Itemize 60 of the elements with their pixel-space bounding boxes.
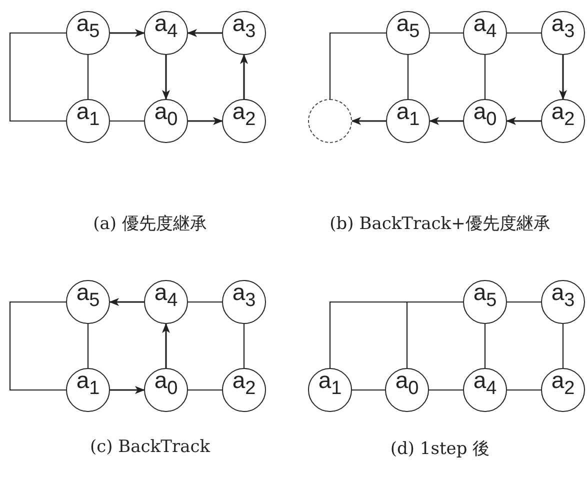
connector-line: [507, 32, 541, 34]
circle-node: a$_{0}$: [463, 99, 507, 143]
connector-line: [430, 32, 463, 34]
circle-node: a$_{3}$: [222, 280, 266, 324]
arrow: [187, 29, 222, 37]
connector-line: [407, 55, 409, 99]
arrow: [110, 386, 145, 394]
circle-node: a$_{5}$: [386, 11, 430, 55]
circle-node: a$_{5}$: [66, 11, 110, 55]
caption: (d) 1step 後: [390, 438, 490, 460]
circle-node: a$_{3}$: [541, 11, 585, 55]
arrow: [351, 117, 386, 125]
arrow: [188, 117, 223, 125]
connector-line: [9, 301, 66, 391]
circle-node: a$_{0}$: [144, 368, 188, 412]
circle-node: a$_{2}$: [222, 99, 266, 143]
circle-node: a$_{4}$: [144, 11, 188, 55]
connector-line: [9, 32, 66, 122]
arrow: [162, 323, 170, 368]
connector-line: [110, 120, 144, 122]
connector-line: [188, 301, 222, 303]
circle-node: a$_{1}$: [386, 99, 430, 143]
caption: (c) BackTrack: [90, 437, 210, 457]
circle-node: a$_{2}$: [222, 368, 266, 412]
circle-node: a$_{0}$: [144, 99, 188, 143]
caption: (a) 優先度継承: [93, 213, 207, 235]
connector-line: [484, 55, 486, 99]
connector-line: [243, 324, 245, 368]
circle-node: a$_{3}$: [222, 11, 266, 55]
connector-line: [429, 389, 463, 391]
connector-line: [329, 32, 386, 99]
connector-line: [507, 389, 541, 391]
connector-line: [562, 324, 564, 368]
circle-node: a$_{2}$: [541, 368, 585, 412]
circle-node: a$_{4}$: [144, 280, 188, 324]
connector-line: [329, 301, 463, 368]
arrow: [110, 29, 145, 37]
arrow: [240, 54, 248, 99]
arrow: [162, 55, 170, 100]
circle-node: a$_{4}$: [463, 11, 507, 55]
caption: (b) BackTrack+優先度継承: [330, 213, 550, 235]
connector-line: [352, 389, 385, 391]
circle-node: a$_{3}$: [541, 280, 585, 324]
connector-line: [87, 55, 89, 99]
circle-node: a$_{5}$: [66, 280, 110, 324]
circle-node: a$_{1}$: [66, 368, 110, 412]
connector-line: [188, 389, 222, 391]
circle-node: a$_{1}$: [66, 99, 110, 143]
arrow: [109, 298, 144, 306]
circle-node: a$_{5}$: [463, 280, 507, 324]
connector-line: [87, 324, 89, 368]
circle-node: a$_{1}$: [308, 368, 352, 412]
circle-node: a$_{2}$: [541, 99, 585, 143]
circle-node: a$_{4}$: [463, 368, 507, 412]
connector-line: [484, 324, 486, 368]
arrow: [506, 117, 541, 125]
arrow: [559, 55, 567, 100]
arrow: [429, 117, 463, 125]
circle-node: a$_{0}$: [385, 368, 429, 412]
connector-line: [507, 301, 541, 303]
